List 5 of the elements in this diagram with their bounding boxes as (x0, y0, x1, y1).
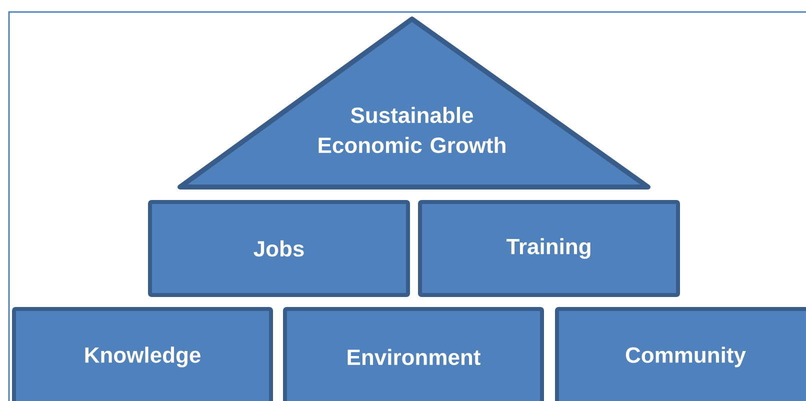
block-box: Environment (283, 307, 544, 401)
block-box: Community (555, 307, 806, 401)
block-box: Jobs (148, 200, 410, 297)
block-box: Training (418, 200, 680, 297)
block-box: Knowledge (12, 307, 273, 401)
